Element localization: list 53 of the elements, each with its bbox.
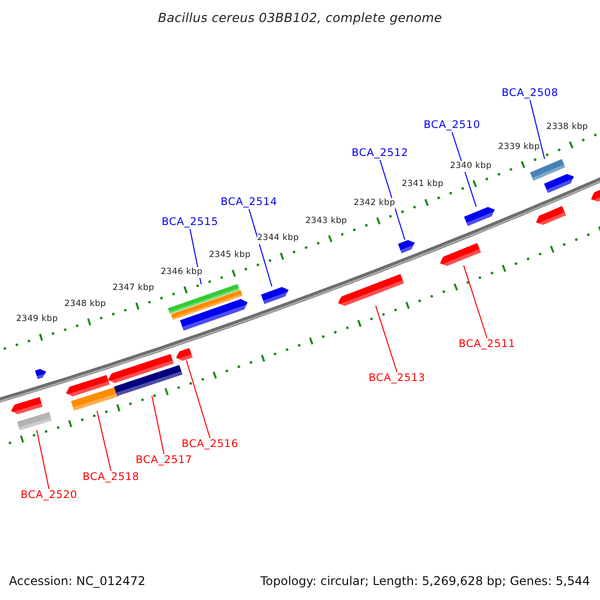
tick-label: 2344 kbp — [257, 233, 299, 244]
gene-label: BCA_2508 — [502, 87, 558, 100]
tick-label: 2343 kbp — [305, 216, 348, 227]
feature-bar — [168, 284, 240, 314]
genome-info-text: Topology: circular; Length: 5,269,628 bp; Genes: 5,544 — [260, 574, 590, 588]
gene-label: BCA_2516 — [182, 438, 238, 451]
gene-label: BCA_2514 — [220, 196, 278, 209]
feature-bar — [170, 290, 242, 320]
leader-line — [463, 264, 488, 338]
gene-label: BCA_2512 — [352, 147, 408, 160]
feature-bar — [17, 412, 52, 430]
gene-label: BCA_2511 — [458, 338, 516, 351]
tick-label: 2345 kbp — [208, 250, 251, 262]
gene-block — [176, 348, 193, 360]
gene-block — [180, 299, 248, 331]
gene-label: BCA_2510 — [424, 119, 480, 132]
leader-line — [186, 360, 210, 438]
tick-label: 2338 kbp — [546, 122, 588, 133]
gene-block — [66, 375, 110, 397]
leader-line — [151, 395, 164, 454]
gene-block — [398, 240, 416, 253]
accession-text: Accession: NC_012472 — [9, 574, 146, 588]
tick-label: 2342 kbp — [354, 198, 396, 209]
gene-block — [108, 354, 174, 384]
gene-label: BCA_2518 — [82, 471, 140, 484]
gene-block — [440, 242, 480, 266]
tick-label: 2346 kbp — [160, 266, 202, 278]
gene-block — [536, 206, 566, 225]
gene-label: BCA_2517 — [136, 454, 192, 467]
tick-label: 2348 kbp — [64, 298, 106, 310]
leader-line — [36, 430, 50, 490]
gene-label: BCA_2520 — [20, 489, 78, 502]
leader-line — [530, 100, 546, 160]
gene-label: BCA_2515 — [162, 216, 218, 229]
leader-line — [375, 305, 398, 372]
feature-bar — [70, 387, 118, 411]
gene-block — [338, 274, 404, 306]
gene-block — [464, 206, 495, 226]
tick-label: 2349 kbp — [16, 314, 58, 326]
gene-block — [34, 368, 46, 379]
gene-block — [11, 397, 43, 415]
gene-block — [544, 174, 574, 193]
title: Bacillus cereus 03BB102, complete genome — [156, 10, 444, 25]
tick-label: 2347 kbp — [112, 283, 154, 294]
leader-line — [248, 208, 272, 288]
gene-block — [260, 286, 288, 304]
tick-label: 2339 kbp — [498, 142, 540, 153]
tick-label: 2340 kbp — [450, 160, 492, 172]
gene-label: BCA_2513 — [368, 372, 426, 385]
feature-bar — [114, 364, 183, 396]
tick-label: 2341 kbp — [402, 179, 444, 190]
leader-line — [96, 410, 112, 472]
feature-bar — [530, 159, 565, 181]
